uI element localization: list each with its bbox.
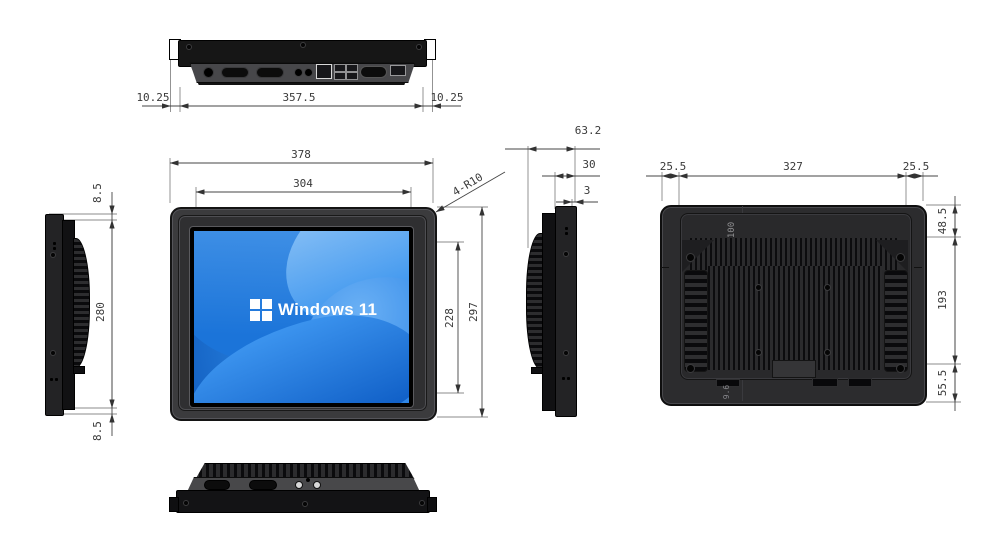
dim-side-flange-bottom: 8.5 [91,421,104,441]
audio-jack [304,68,313,77]
jack [295,481,303,489]
dim-back-right: 25.5 [902,160,930,173]
jack [306,478,310,482]
dim-corner-radius: 4-R10 [450,170,486,199]
side-flange [555,206,577,417]
screw [563,350,569,356]
corner-screw [686,364,695,373]
vesa-100-label: 100 [727,221,737,239]
windows-logo-square [262,311,272,321]
jack [313,481,321,489]
windows-logo [250,299,272,321]
vent-hole [567,377,570,380]
usb-port [346,64,358,72]
mount-flange-left [169,497,179,512]
dim-back-top: 48.5 [936,207,949,235]
side-louvers-right [884,270,908,372]
serial-port [390,65,406,76]
power-jack [203,67,214,78]
screw [50,252,56,258]
dsub-port [249,480,277,490]
screw [419,500,425,506]
dim-side-body-height: 280 [94,302,107,322]
case-seam [661,267,669,268]
dim-front-height: 297 [467,302,480,322]
dim-depth-total: 63.2 [574,124,602,137]
top-fin-band [690,238,900,270]
vesa-hole [755,284,762,291]
dim-top-flange-right: 10.25 [430,91,464,104]
screw [416,44,422,50]
fin-foot [73,366,85,374]
screw [183,500,189,506]
audio-jack [294,68,303,77]
bottom-fins [195,463,415,479]
screw [563,251,569,257]
bottom-port [812,378,838,387]
vent-hole [562,377,565,380]
dsub-port [204,480,230,490]
dim-screen-width: 304 [293,177,313,190]
dim-front-width: 378 [291,148,311,161]
vent-hole [50,378,53,381]
dim-screen-height: 228 [443,308,456,328]
dim-top-flange-left: 10.25 [136,91,170,104]
windows-logo-square [262,299,272,309]
ethernet-port [316,64,332,79]
vesa-hole [755,349,762,356]
vent-hole [53,247,56,250]
dim-depth-bezel: 3 [583,184,591,197]
windows-logo-square [250,299,260,309]
hdmi-port [221,67,249,78]
screw [186,44,192,50]
vent-hole [53,242,56,245]
dim-back-width: 327 [783,160,803,173]
usb-port [334,72,346,80]
vesa-hole [824,284,831,291]
screw [50,350,56,356]
screen-wallpaper: Windows 11 [194,231,409,403]
mount-flange-right [427,497,437,512]
usb-port [334,64,346,72]
usb-port [346,72,358,80]
corner-screw [896,253,905,262]
dim-depth-body: 30 [582,158,596,171]
vent-hole [565,227,568,230]
back-note-label: 9.6 [722,384,731,400]
vesa-hole [824,349,831,356]
dim-top-body-width: 357.5 [282,91,316,104]
dim-side-flange-top: 8.5 [91,183,104,203]
center-fins [708,266,882,370]
dim-back-left: 25.5 [659,160,687,173]
windows-logo-square [250,311,260,321]
side-louvers-left [684,270,708,372]
bottom-port [716,379,740,387]
hdmi-port [256,67,284,78]
bottom-port [848,378,872,387]
label-plate [772,360,816,378]
dim-back-mid: 193 [936,290,949,310]
dim-back-bottom: 55.5 [936,369,949,397]
vent-hole [565,232,568,235]
heatsink-fins [73,238,90,368]
windows-11-label: Windows 11 [278,300,378,319]
vga-port [360,66,387,78]
corner-screw [896,364,905,373]
case-seam [914,267,922,268]
corner-screw [686,253,695,262]
vent-hole [55,378,58,381]
screw [300,42,306,48]
screw [302,501,308,507]
